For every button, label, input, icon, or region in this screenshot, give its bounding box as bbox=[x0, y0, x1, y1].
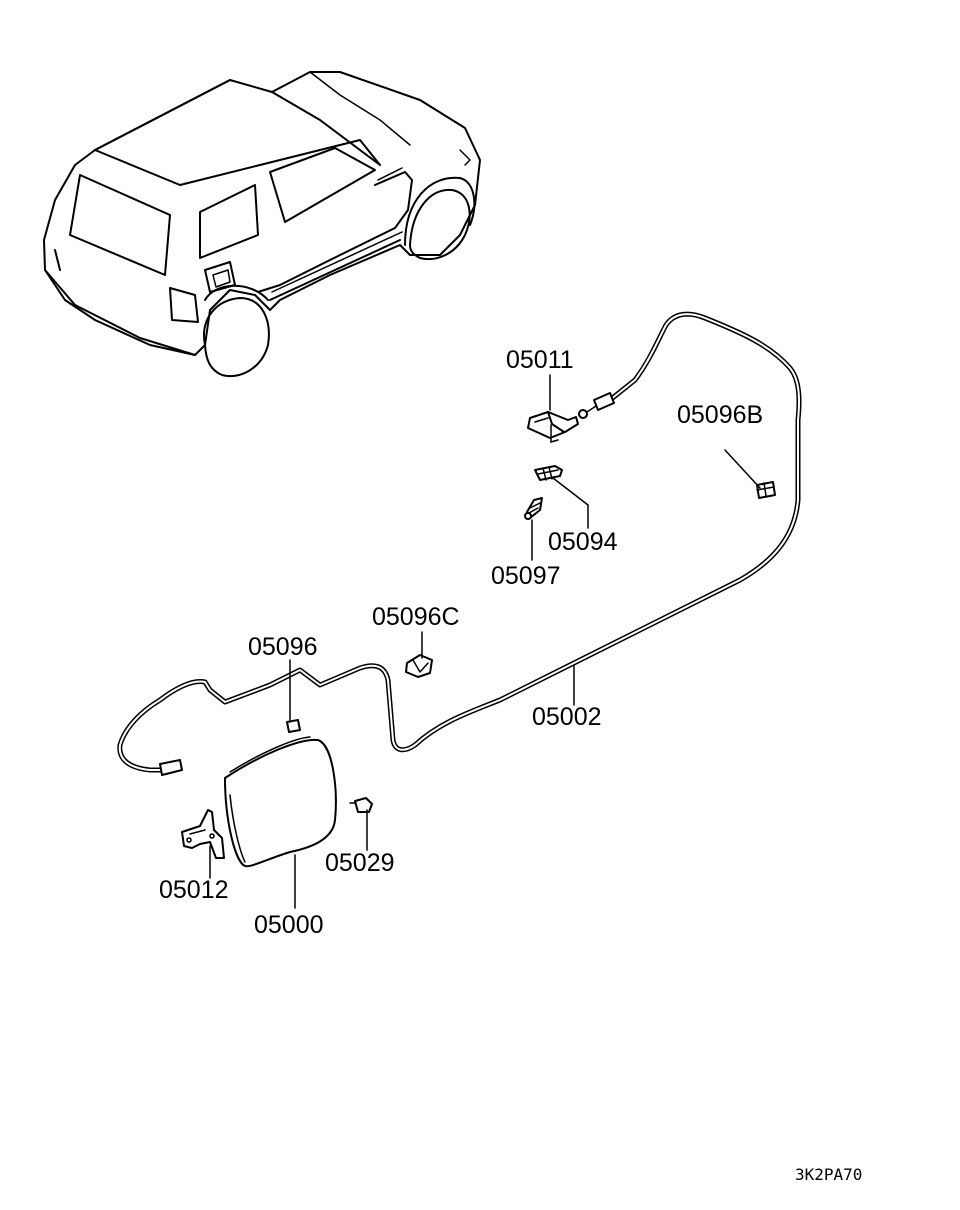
clip-part-05094 bbox=[534, 465, 563, 481]
clip-part-05096B bbox=[756, 481, 776, 499]
label-05029: 05029 bbox=[325, 849, 395, 877]
label-05011: 05011 bbox=[506, 346, 574, 374]
label-05000: 05000 bbox=[254, 911, 324, 939]
label-05094: 05094 bbox=[548, 528, 618, 556]
clip-part-05096 bbox=[286, 719, 301, 733]
fuel-lid-part bbox=[224, 736, 337, 868]
label-05096: 05096 bbox=[248, 633, 318, 661]
vehicle-illustration bbox=[43, 71, 481, 378]
bumper-part-05029 bbox=[349, 797, 373, 813]
screw-part-05097 bbox=[524, 497, 543, 520]
label-05002: 05002 bbox=[532, 703, 602, 731]
leader-lines bbox=[209, 374, 761, 909]
label-05096C: 05096C bbox=[372, 603, 460, 631]
clip-part-05096C bbox=[405, 654, 433, 678]
label-05097: 05097 bbox=[491, 562, 561, 590]
label-05012: 05012 bbox=[159, 876, 229, 904]
label-05096B: 05096B bbox=[677, 401, 763, 429]
diagram-code: 3K2PA70 bbox=[795, 1165, 862, 1184]
release-handle-part bbox=[527, 411, 579, 443]
release-cable bbox=[117, 311, 802, 776]
hinge-part-05012 bbox=[181, 809, 225, 859]
